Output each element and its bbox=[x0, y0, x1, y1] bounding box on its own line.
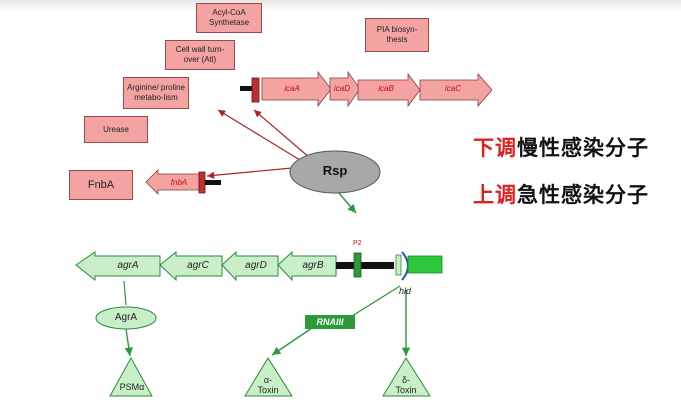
alpha-word: Toxin bbox=[257, 385, 279, 395]
fnbA-promoter bbox=[198, 171, 206, 194]
hld-arc bbox=[401, 251, 409, 281]
icaC-label: icaC bbox=[444, 84, 461, 93]
upregulated-black-text: 急性感染分子 bbox=[517, 183, 649, 207]
icaB-label: icaB bbox=[378, 84, 394, 93]
psm-label: PSMα bbox=[119, 382, 145, 392]
agrD-label: agrD bbox=[245, 260, 267, 271]
icaD-label: icaD bbox=[333, 84, 350, 93]
hld-label: hld bbox=[399, 286, 412, 296]
delta-toxin-triangle bbox=[382, 357, 431, 397]
ica-promoter bbox=[251, 77, 260, 103]
agra-gene-to-protein bbox=[123, 280, 127, 306]
alpha-toxin-label: α- Toxin bbox=[248, 375, 288, 395]
icaA-arrow bbox=[261, 70, 332, 108]
agra-protein-label: AgrA bbox=[114, 312, 138, 323]
alpha-symbol: α- bbox=[263, 375, 273, 385]
icaB-arrow bbox=[357, 72, 421, 108]
cell-wall-box: Cell wall turn-over (Atl) bbox=[165, 40, 235, 70]
icaA-label: icaA bbox=[284, 84, 300, 93]
fnbA-dna-line bbox=[205, 180, 221, 185]
rnaiii-box: RNAIII bbox=[305, 315, 355, 329]
rsp-to-ica-arrow bbox=[253, 109, 311, 159]
acyl-coa-box: Acyl-CoA Synthetase bbox=[196, 3, 262, 33]
alpha-toxin-triangle bbox=[244, 357, 293, 397]
agra-to-psm-arrow bbox=[124, 328, 133, 357]
agrC-label: agrC bbox=[187, 260, 209, 271]
ica-dna-line bbox=[240, 86, 258, 91]
upregulated-red-text: 上调 bbox=[473, 183, 517, 207]
agrA-arrow bbox=[75, 251, 161, 282]
downregulated-black-text: 慢性感染分子 bbox=[517, 136, 649, 160]
hld-promoter bbox=[395, 254, 402, 276]
icaC-arrow bbox=[419, 72, 493, 108]
rsp-ellipse bbox=[289, 150, 381, 194]
downregulated-annotation: 下调慢性感染分子 bbox=[473, 132, 649, 162]
rsp-label: Rsp bbox=[322, 163, 348, 178]
p2-label: P2 bbox=[353, 240, 362, 247]
pia-box: PIA biosyn-thesis bbox=[365, 18, 429, 52]
psm-triangle bbox=[109, 356, 153, 397]
top-shadow-band bbox=[0, 0, 681, 12]
hld-to-rnaiii-line bbox=[351, 285, 401, 317]
agr-dna-line bbox=[336, 262, 394, 269]
rsp-to-fnba-arrow bbox=[206, 167, 293, 179]
downregulated-red-text: 下调 bbox=[473, 136, 517, 160]
agrB-label: agrB bbox=[302, 260, 324, 271]
agrD-arrow bbox=[221, 250, 279, 282]
rnaiii-to-alpha-arrow bbox=[271, 327, 313, 356]
upregulated-annotation: 上调急性感染分子 bbox=[473, 179, 649, 209]
rsp-down-green-arrow bbox=[337, 191, 357, 214]
agrA-label: agrA bbox=[117, 260, 139, 271]
icaD-arrow bbox=[329, 70, 361, 108]
rsp-to-arginine-arrow bbox=[217, 109, 301, 161]
arginine-box: Arginine/ proline metabo-lism bbox=[123, 77, 189, 109]
urease-box: Urease bbox=[84, 116, 148, 143]
delta-word: Toxin bbox=[395, 385, 417, 395]
p2-promoter bbox=[353, 252, 362, 278]
delta-symbol: δ- bbox=[401, 375, 410, 385]
fnba-box: FnbA bbox=[69, 170, 133, 200]
rnaiii-gene-block bbox=[407, 255, 443, 274]
delta-toxin-label: δ- Toxin bbox=[386, 375, 426, 395]
agrC-arrow bbox=[159, 250, 223, 282]
fnbA-gene-label: fnbA bbox=[170, 178, 188, 187]
